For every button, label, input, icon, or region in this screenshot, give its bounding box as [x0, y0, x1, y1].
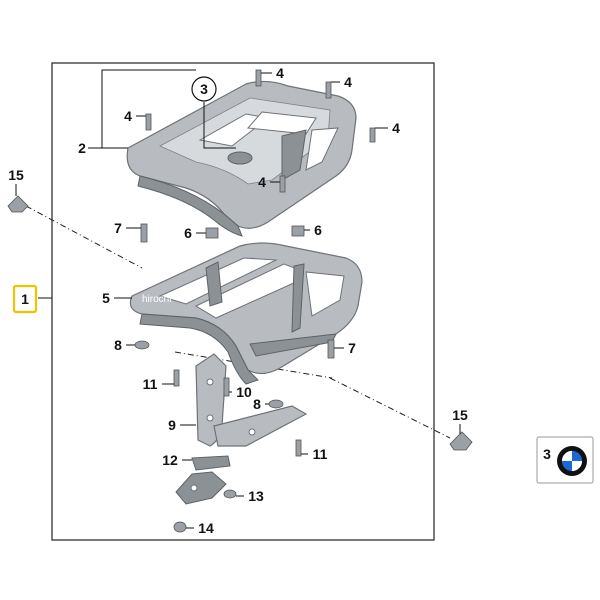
bolt-part-7a: [140, 223, 148, 243]
callout-10[interactable]: 10: [236, 384, 252, 400]
screw-part-11a: [173, 369, 180, 387]
clip-part-12: [191, 455, 231, 471]
callout-13[interactable]: 13: [248, 488, 264, 504]
callout-14[interactable]: 14: [198, 520, 214, 536]
bottom-bracket-part: [175, 471, 227, 505]
callout-6a[interactable]: 6: [184, 225, 192, 241]
assembly-label-highlight: [12, 284, 38, 314]
legend-number: 3: [543, 446, 551, 462]
bolt-part-4b: [255, 69, 262, 87]
callout-8a[interactable]: 8: [114, 337, 122, 353]
nut-part-14: [173, 521, 187, 533]
callout-2[interactable]: 2: [78, 140, 86, 156]
callout-6b[interactable]: 6: [314, 222, 322, 238]
bolt-part-4d: [369, 127, 376, 143]
callout-4a[interactable]: 4: [124, 108, 132, 124]
callout-9[interactable]: 9: [168, 417, 176, 433]
callout-3[interactable]: 3: [200, 81, 208, 97]
callout-15a[interactable]: 15: [8, 167, 24, 183]
legend-box: 3: [536, 436, 594, 484]
callout-3-circle: [191, 76, 217, 102]
alignment-line-right: [329, 377, 451, 439]
bmw-logo-icon: [557, 446, 587, 476]
diagram-frame: [51, 62, 435, 541]
luggage-plate-part: [126, 80, 357, 237]
watermark: hirochi: [142, 294, 171, 305]
callout-11a[interactable]: 11: [143, 376, 158, 392]
screw-part-10: [223, 377, 230, 397]
washer-part-8b: [268, 399, 284, 409]
callout-5[interactable]: 5: [102, 290, 110, 306]
callout-4c[interactable]: 4: [344, 74, 352, 90]
nut-part-13: [223, 489, 237, 499]
bracket-part: [195, 353, 308, 447]
bolt-part-4e: [279, 175, 286, 193]
callout-7a[interactable]: 7: [114, 220, 122, 236]
leader-2-bracket: [101, 69, 196, 148]
callout-4b[interactable]: 4: [276, 65, 284, 81]
cap-part-15a: [7, 195, 29, 213]
screw-part-11b: [295, 439, 302, 457]
callout-8b[interactable]: 8: [253, 396, 261, 412]
nut-part-6a: [205, 227, 219, 239]
callout-4e[interactable]: 4: [258, 174, 266, 190]
assembly-label[interactable]: 1: [21, 291, 29, 307]
bolt-part-4a: [145, 113, 152, 131]
alignment-line-left: [25, 205, 143, 269]
bolt-part-7b: [327, 339, 335, 359]
rack-frame-part: [129, 242, 363, 385]
callout-7b[interactable]: 7: [348, 340, 356, 356]
nut-part-6b: [291, 225, 305, 237]
callout-12[interactable]: 12: [162, 452, 178, 468]
callout-15b[interactable]: 15: [452, 407, 468, 423]
bolt-part-4c: [325, 81, 332, 99]
callout-11b[interactable]: 11: [313, 446, 328, 462]
callout-4d[interactable]: 4: [392, 120, 400, 136]
washer-part-8a: [134, 340, 150, 350]
cap-part-15b: [449, 431, 473, 451]
leader-3: [203, 102, 236, 149]
